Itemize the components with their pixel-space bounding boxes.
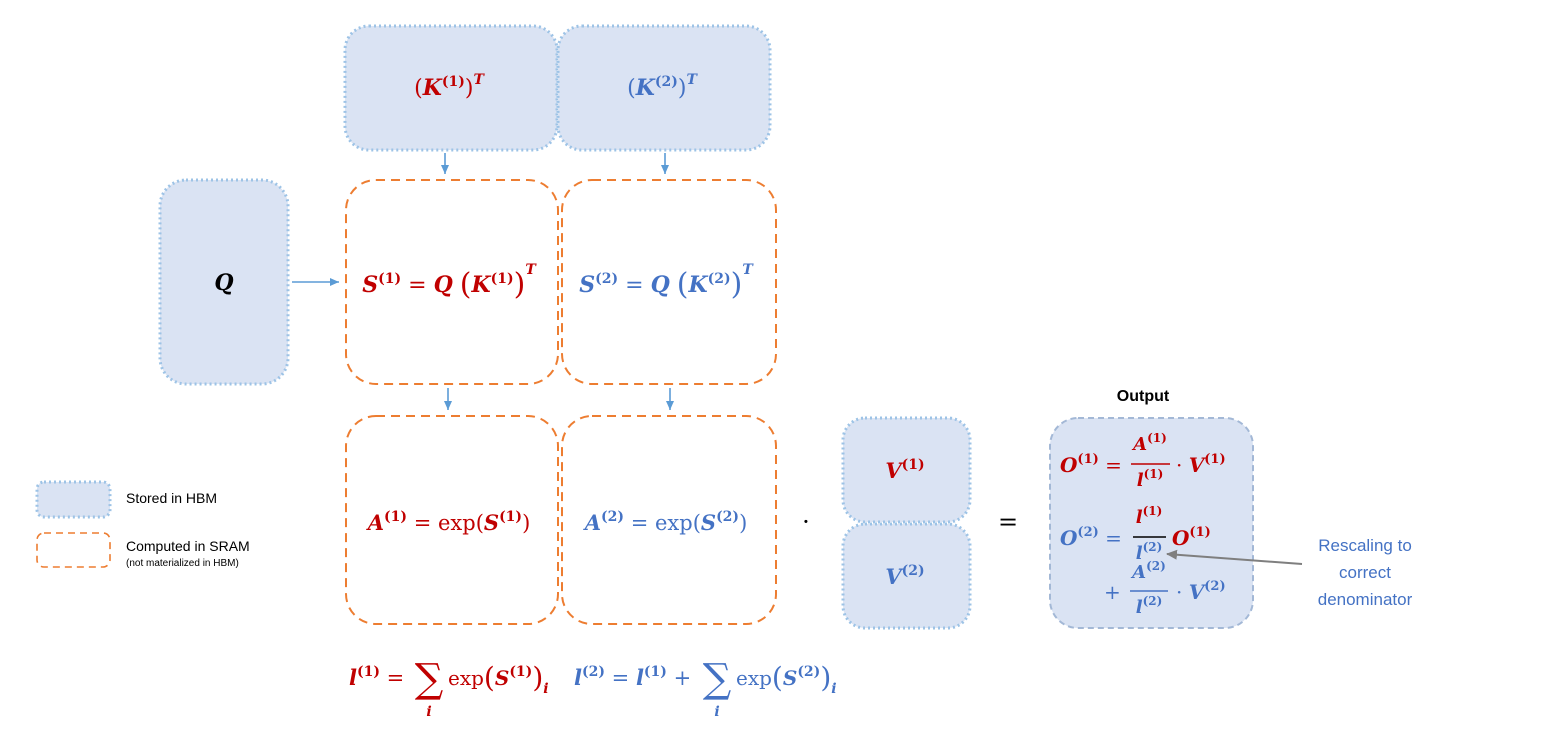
v1-label: V(1): [885, 457, 924, 483]
kt2-label: (K(2))T: [627, 72, 698, 101]
s1-box: [345, 179, 559, 385]
legend: Stored in HBM Computed in SRAM (not mate…: [35, 480, 250, 569]
svg-text:· V(1): · V(1): [1176, 452, 1226, 477]
v2-label: V(2): [885, 563, 924, 589]
svg-text:i: i: [714, 704, 719, 720]
svg-text:O(1) =: O(1) =: [1060, 452, 1122, 477]
svg-text:l(1) =: l(1) =: [349, 664, 404, 690]
sram-boxes: [345, 179, 777, 625]
svg-text:+: +: [1104, 580, 1121, 604]
svg-text:O(2) =: O(2) =: [1060, 525, 1122, 550]
equals-operator: =: [998, 508, 1018, 536]
svg-text:l(2): l(2): [1136, 540, 1163, 564]
legend-sram-sub: (not materialized in HBM): [126, 558, 239, 569]
q-box: [158, 178, 290, 386]
svg-text:denominator: denominator: [1318, 590, 1413, 609]
dot-operator: ·: [802, 508, 810, 536]
legend-hbm-label: Stored in HBM: [126, 490, 217, 506]
legend-sram-label: Computed in SRAM: [126, 538, 250, 554]
svg-text:O(1): O(1): [1172, 525, 1211, 550]
svg-text:exp(S(2))i: exp(S(2))i: [736, 661, 837, 697]
arrows: [292, 153, 674, 410]
svg-text:∑: ∑: [703, 656, 732, 702]
output-o1-formula: O(1) = A(1) l(1) · V(1): [1060, 431, 1226, 491]
svg-text:exp(S(1))i: exp(S(1))i: [448, 661, 549, 697]
a2-formula: A(2) = exp(S(2)): [583, 509, 748, 535]
output-box: [1049, 417, 1254, 629]
svg-text:l(2): l(2): [1136, 594, 1163, 618]
svg-text:∑: ∑: [415, 656, 444, 702]
sum-l2-formula: l(2) = l(1) + ∑ i exp(S(2))i: [574, 656, 837, 720]
rescaling-annotation: Rescaling to correct denominator: [1318, 536, 1413, 609]
svg-text:A(1): A(1): [1131, 431, 1167, 455]
s2-box: [561, 179, 777, 385]
s1-formula: S(1) = Q (K(1))T: [362, 262, 537, 302]
svg-text:Rescaling to: Rescaling to: [1318, 536, 1412, 555]
s2-formula: S(2) = Q (K(2))T: [579, 262, 754, 302]
svg-text:A(2): A(2): [1130, 559, 1166, 583]
svg-text:· V(2): · V(2): [1176, 579, 1226, 604]
annotation-arrow: [1166, 549, 1303, 565]
sum-l1-formula: l(1) = ∑ i exp(S(1))i: [349, 656, 549, 720]
v1-box: [841, 416, 972, 524]
a1-box: [345, 415, 559, 625]
hbm-boxes: [158, 24, 1254, 630]
a1-formula: A(1) = exp(S(1)): [366, 509, 531, 535]
q-label: Q: [214, 270, 233, 296]
svg-text:l(1): l(1): [1137, 467, 1164, 491]
legend-sram-swatch: [36, 532, 111, 568]
output-o2-formula: O(2) = l(1) l(2) O(1) + A(2) l(2) · V(2): [1060, 504, 1226, 618]
v2-box: [841, 522, 972, 630]
a2-box: [561, 415, 777, 625]
output-title: Output: [1117, 388, 1170, 405]
svg-text:l(1): l(1): [1136, 504, 1163, 528]
kt2-box: [556, 24, 772, 152]
kt1-box: [343, 24, 559, 152]
legend-hbm-swatch: [35, 480, 112, 519]
svg-text:i: i: [426, 704, 431, 720]
svg-text:correct: correct: [1339, 563, 1391, 582]
svg-text:l(2) = l(1) +: l(2) = l(1) +: [574, 664, 691, 690]
